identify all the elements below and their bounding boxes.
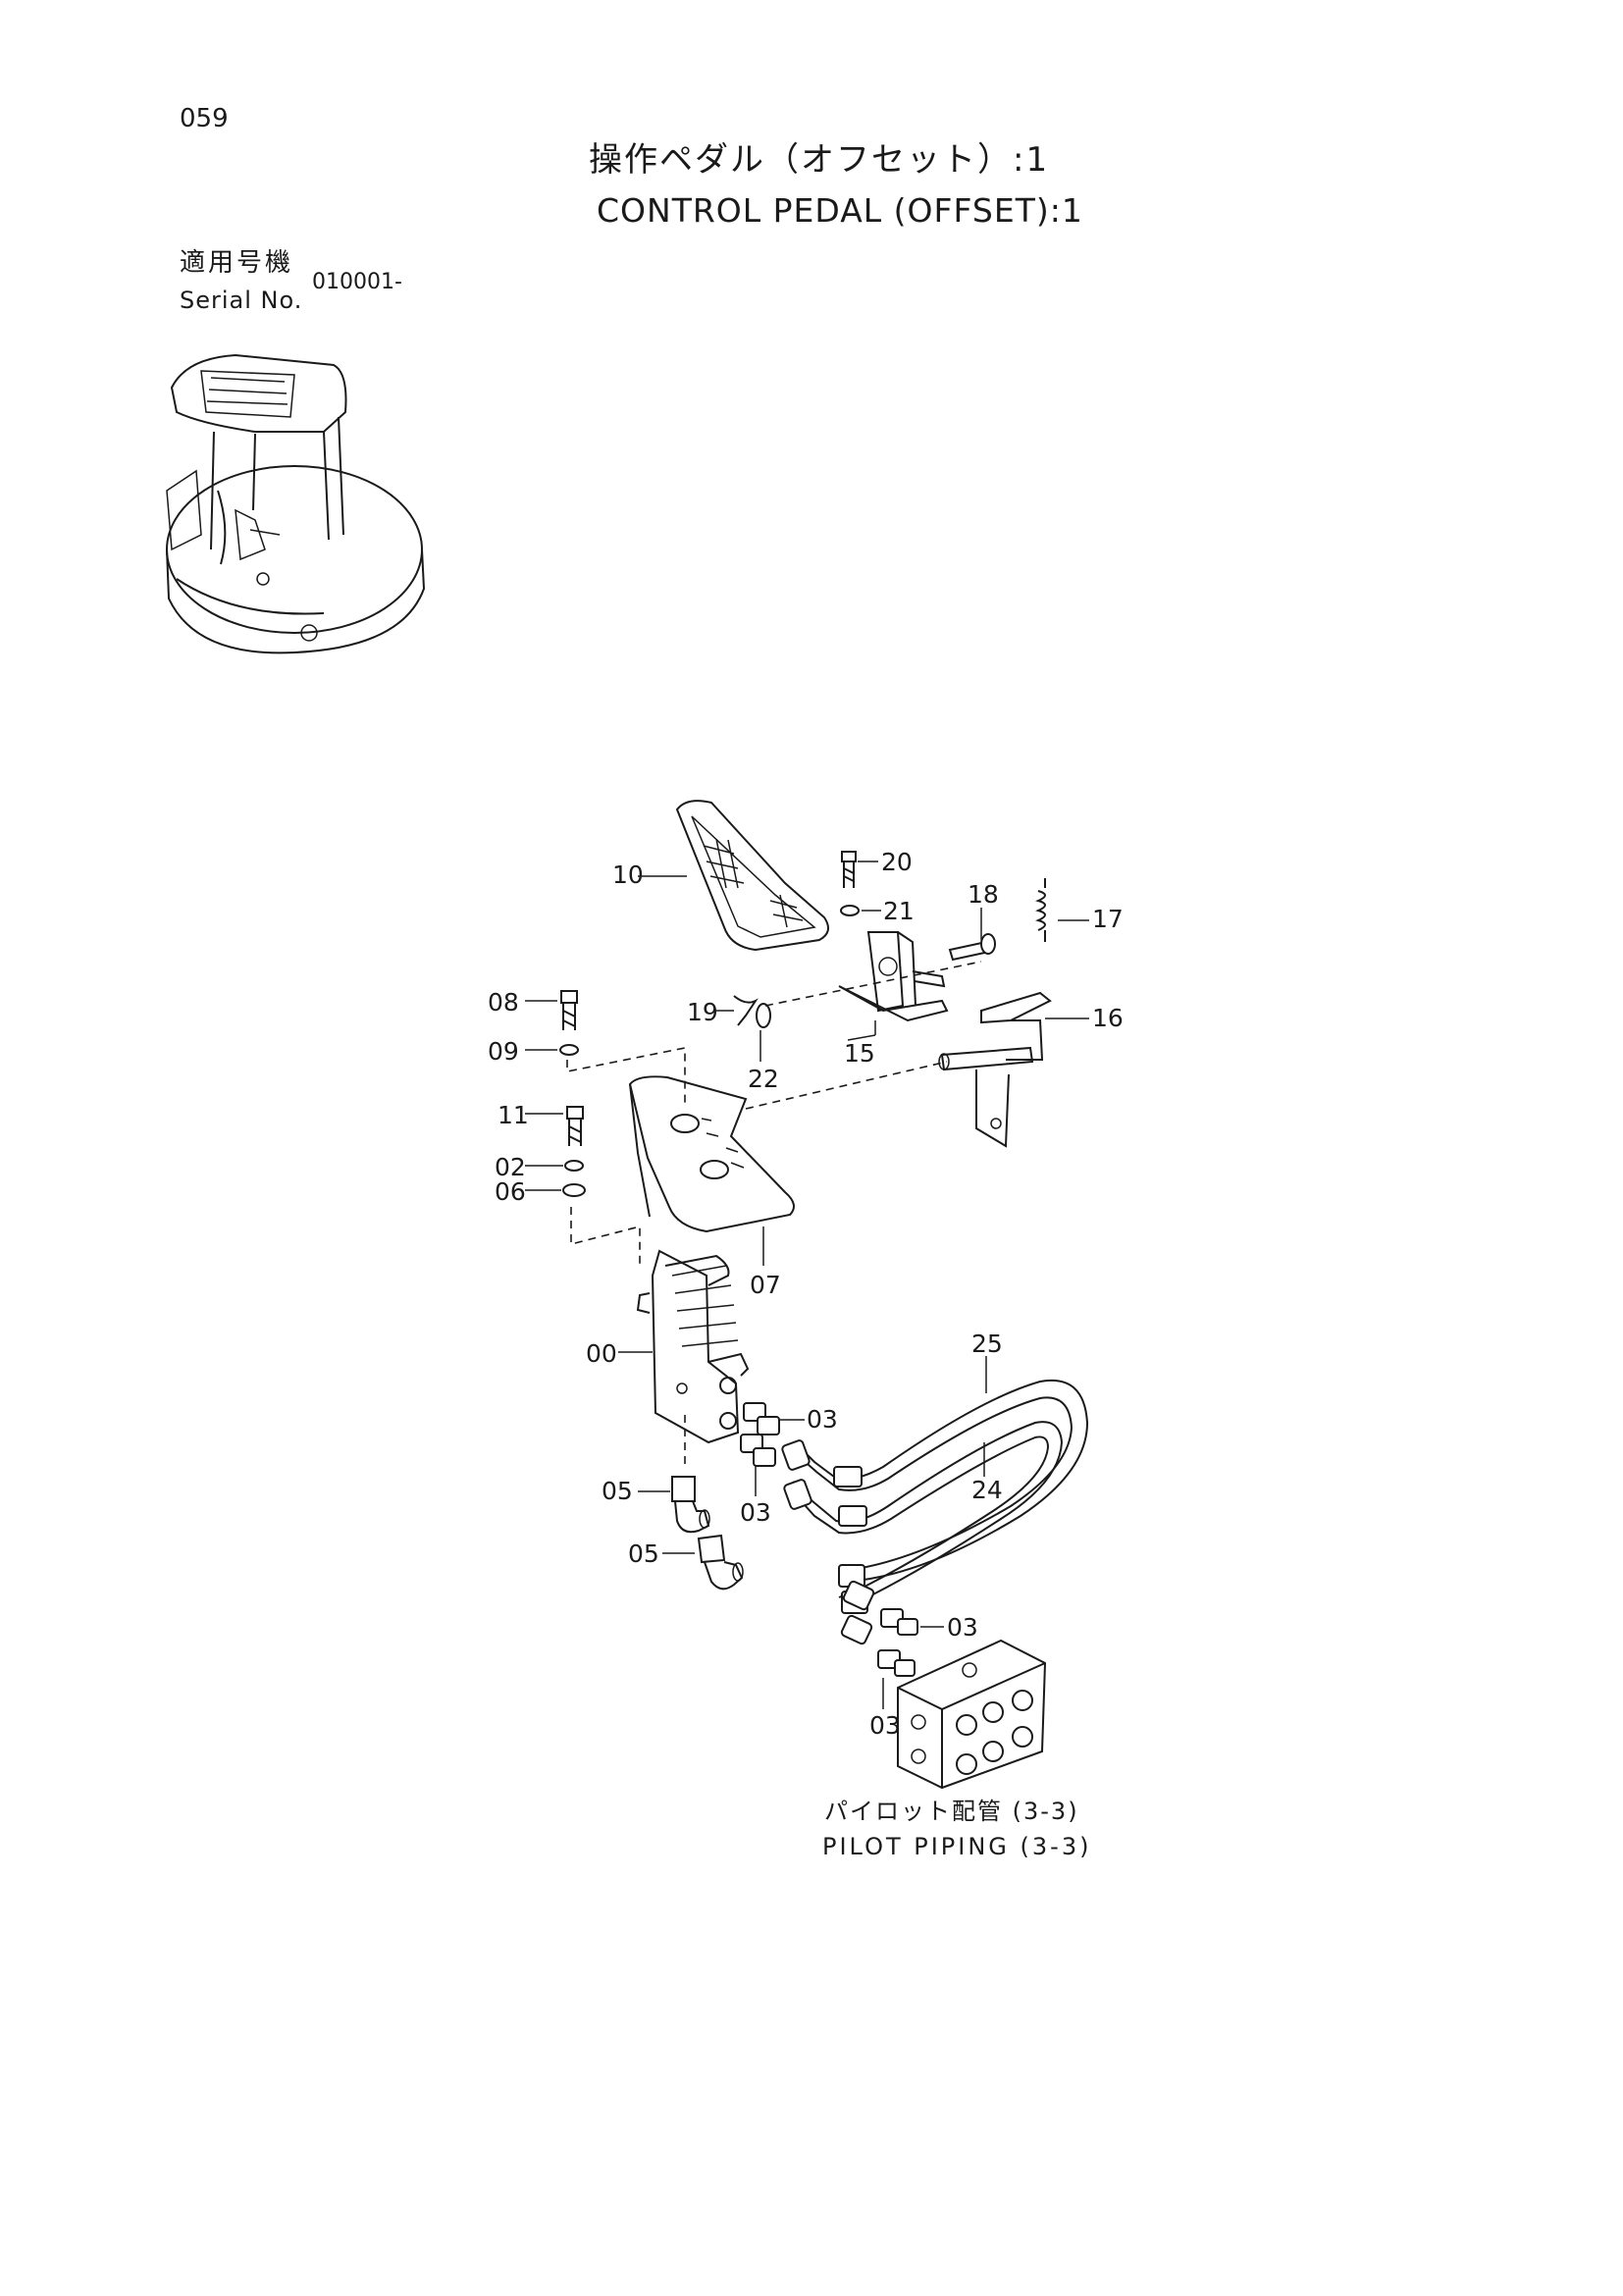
lever-part-16 [938,991,1089,1148]
adapter-part-03a [740,1402,805,1496]
spring-part-17 [1035,878,1089,942]
pin-part-18 [948,908,996,962]
part-label-08: 08 [488,988,519,1017]
pilot-valve-part-00 [618,1249,750,1444]
part-label-03-a: 03 [807,1405,838,1434]
part-label-02: 02 [495,1153,526,1181]
part-label-22: 22 [748,1065,779,1093]
washer-part-02 [564,1160,584,1172]
part-label-05-a: 05 [602,1477,633,1505]
washer-part-06 [562,1183,586,1197]
part-label-11: 11 [497,1101,529,1129]
part-label-21: 21 [883,897,915,925]
part-label-18: 18 [968,880,999,909]
part-label-07: 07 [750,1271,781,1299]
page-number: 059 [180,104,229,133]
adapter-part-03b [840,1580,944,1709]
page-title-japanese: 操作ペダル（オフセット）:1 [589,140,1050,180]
part-label-03-b: 03 [740,1498,771,1527]
hose-part-24 [792,1421,1064,1608]
elbow-fitting-part-05a [638,1476,710,1534]
excavator-cab-icon [166,353,426,654]
part-label-15: 15 [844,1039,875,1068]
manifold-block [897,1639,1047,1790]
washer-part-09 [559,1044,579,1056]
serial-label-english: Serial No. [180,287,303,314]
part-label-06: 06 [495,1177,526,1206]
part-label-00: 00 [586,1339,617,1368]
washer-part-22 [756,1003,771,1028]
bolt-part-08 [560,990,578,1030]
part-label-16: 16 [1092,1004,1124,1032]
pedal-base-part-07 [628,1075,795,1266]
reference-label-japanese: パイロット配管 (3-3) [824,1798,1079,1825]
cotter-pin-part-19 [733,995,759,1026]
part-label-19: 19 [687,998,718,1026]
part-label-10: 10 [612,861,644,889]
part-label-17: 17 [1092,905,1124,933]
serial-value: 010001- [312,270,402,294]
part-label-20: 20 [881,848,913,876]
serial-label-japanese: 適用号機 [180,248,294,278]
part-label-24: 24 [971,1476,1003,1504]
elbow-fitting-part-05b [662,1534,744,1591]
part-label-25: 25 [971,1330,1003,1358]
reference-label-english: PILOT PIPING (3-3) [822,1833,1092,1860]
part-label-03-d: 03 [869,1711,901,1740]
hose-part-25 [794,1356,1089,1586]
washer-part-21 [840,905,860,916]
bolt-part-20 [841,851,878,888]
bracket-part-15 [838,931,949,1041]
page-title-english: CONTROL PEDAL (OFFSET):1 [597,191,1083,230]
part-label-09: 09 [488,1037,519,1066]
pedal-part-10 [638,800,829,952]
bolt-part-11 [566,1106,584,1146]
part-label-05-b: 05 [628,1539,659,1568]
part-label-03-c: 03 [947,1613,978,1642]
